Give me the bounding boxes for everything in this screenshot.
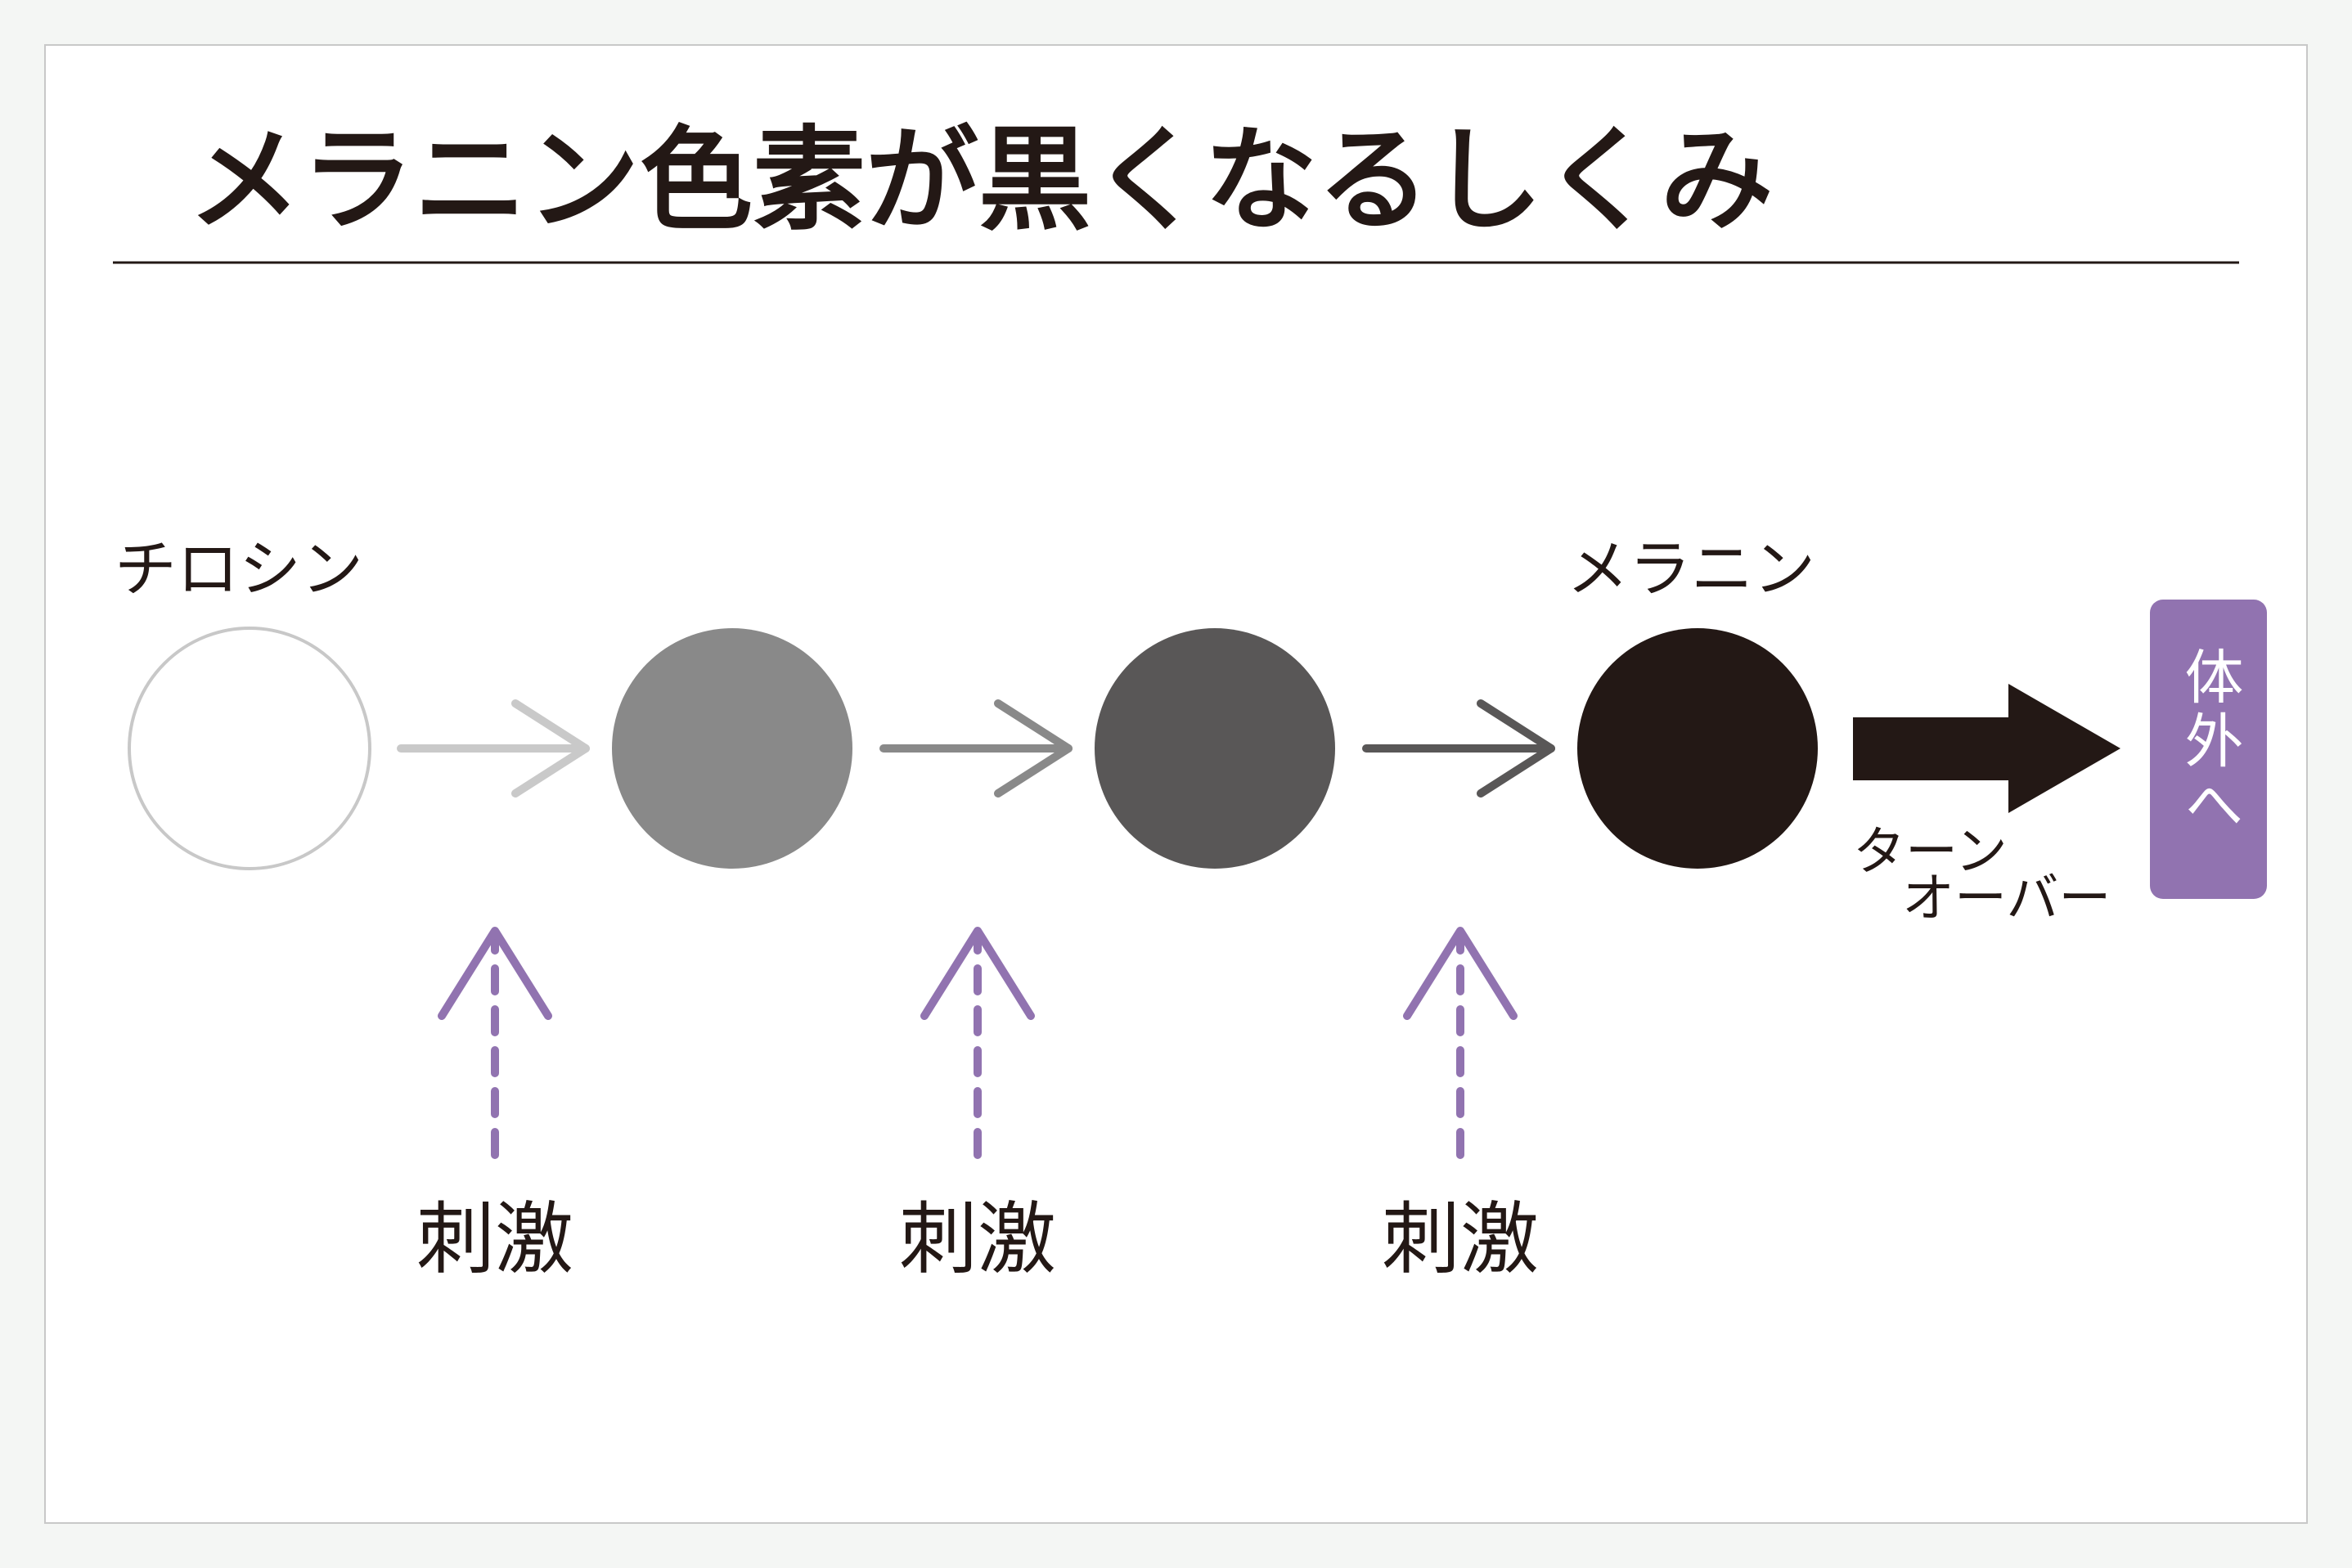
stimulus-arrow-3	[1403, 927, 1518, 1159]
tyrosine-circle	[128, 627, 371, 870]
transition-arrow-2-head	[994, 699, 1073, 797]
tyrosine-label: チロシン	[115, 532, 363, 605]
melanin-circle	[1577, 628, 1818, 869]
stimulus-arrow-1-head	[438, 927, 552, 1020]
transition-arrow-1-head	[511, 699, 590, 797]
diagram-title: メラニン色素が黒くなるしくみ	[188, 115, 1774, 246]
stimulus-arrow-1	[438, 927, 552, 1159]
transition-arrow-1	[397, 699, 590, 797]
melanin-label: メラニン	[1567, 532, 1815, 605]
stimulus-label-3: 刺激	[1382, 1193, 1539, 1285]
out-of-body-label: 体外へ	[2174, 646, 2243, 838]
turnover-arrow	[1853, 684, 2120, 813]
turnover-label-line1: ターン	[1853, 822, 2008, 883]
stage-3-circle	[1095, 628, 1335, 869]
transition-arrow-3	[1362, 699, 1555, 797]
turnover-label-line2: オーバー	[1902, 869, 2111, 929]
transition-arrow-3-head	[1477, 699, 1555, 797]
stimulus-label-2: 刺激	[899, 1193, 1056, 1285]
stimulus-arrow-2	[920, 927, 1035, 1159]
transition-arrow-2	[879, 699, 1073, 797]
out-of-body-badge	[2150, 600, 2267, 899]
stimulus-label-1: 刺激	[416, 1193, 573, 1285]
stimulus-arrow-2-head	[920, 927, 1035, 1020]
stage-2-circle	[612, 628, 852, 869]
stimulus-arrow-3-head	[1403, 927, 1518, 1020]
